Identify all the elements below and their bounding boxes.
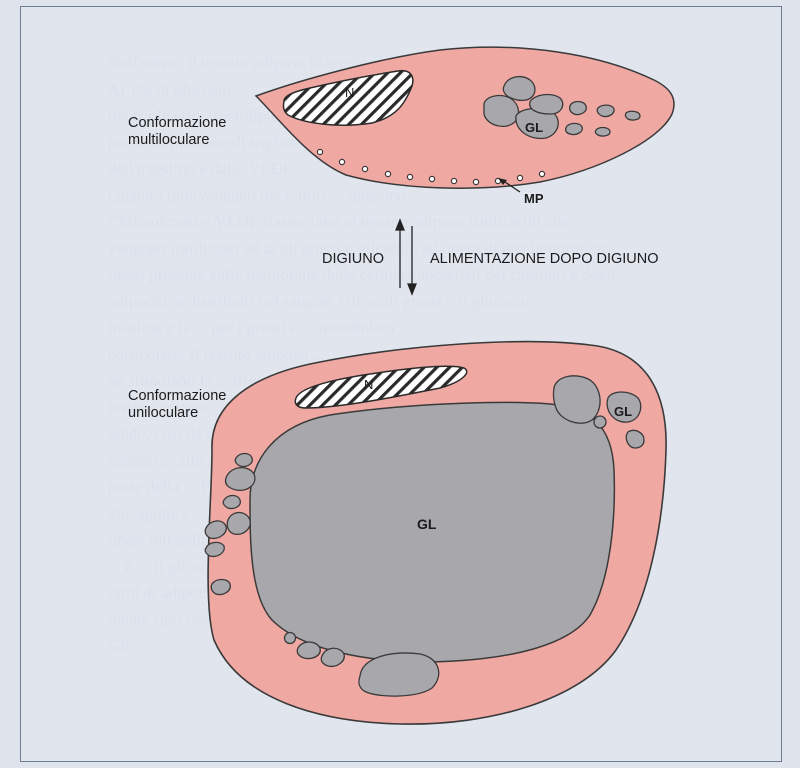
unilocular-label: Conformazione uniloculare (128, 388, 226, 422)
refeeding-label: ALIMENTAZIONE DOPO DIGIUNO (430, 251, 659, 267)
small-gl-label: GL (614, 404, 633, 419)
unilocular-label-line2: uniloculare (128, 405, 199, 421)
nucleus-shape-unilocular (294, 365, 468, 409)
multilocular-label: Conformazione multiloculare (128, 115, 226, 149)
membrane-pits (316, 148, 546, 186)
mp-label: MP (524, 191, 544, 206)
nucleus-shape (282, 69, 414, 126)
unilocular-label-line1: Conformazione (128, 388, 227, 404)
multilocular-label-line1: Conformazione (128, 115, 227, 131)
large-gl-label: GL (417, 516, 437, 532)
transition-double-arrow (395, 218, 417, 296)
unilocular-nucleus-label: N (364, 377, 374, 392)
fasting-label: DIGIUNO (322, 251, 385, 267)
multilocular-label-line2: multiloculare (128, 132, 210, 148)
multilocular-nucleus-label: N (345, 85, 355, 100)
residual-lipid-droplets (204, 375, 645, 697)
small-lipid-droplets (483, 75, 641, 140)
mp-arrowhead (498, 178, 507, 185)
multilocular-gl-label: GL (525, 120, 544, 135)
